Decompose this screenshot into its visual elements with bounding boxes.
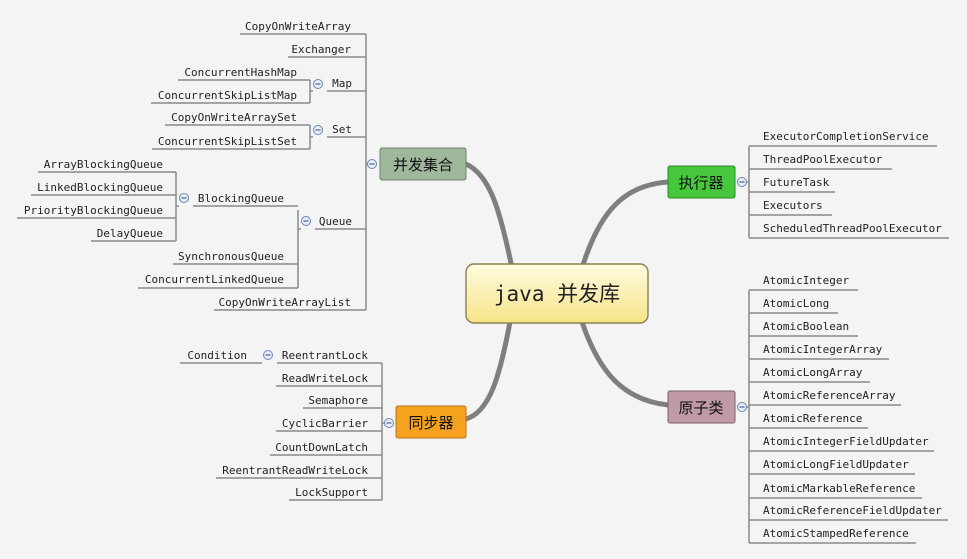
leaf-atomicboolean[interactable]: AtomicBoolean [763,320,849,333]
leaf-atomicintegerfieldupdater[interactable]: AtomicIntegerFieldUpdater [763,435,929,448]
leaf-atomiclongarray[interactable]: AtomicLongArray [763,366,863,379]
leaf-priorityblockingqueue[interactable]: PriorityBlockingQueue [24,204,163,217]
leaf-exchanger[interactable]: Exchanger [291,43,351,56]
leaf-readwritelock[interactable]: ReadWriteLock [282,372,368,385]
atomic-group: AtomicInteger AtomicLong AtomicBoolean A… [667,274,948,544]
leaf-reentrantreadwritelock[interactable]: ReentrantReadWriteLock [222,464,368,477]
sub-set[interactable]: Set [332,123,352,136]
leaf-delayqueue[interactable]: DelayQueue [97,227,163,240]
sync-node-label: 同步器 [408,414,453,432]
sub-queue[interactable]: Queue [319,215,352,228]
sync-group: ReentrantLock Condition ReadWriteLock Se… [180,349,467,501]
leaf-futuretask[interactable]: FutureTask [763,176,830,189]
leaf-executors[interactable]: Executors [763,199,823,212]
leaf-atomicmarkablereference[interactable]: AtomicMarkableReference [763,482,915,495]
root-group: java 并发库 [465,263,649,324]
leaf-atomiclong[interactable]: AtomicLong [763,297,829,310]
sub-blockingqueue[interactable]: BlockingQueue [198,192,284,205]
executor-group: ExecutorCompletionService ThreadPoolExec… [667,130,949,239]
leaf-locksupport[interactable]: LockSupport [295,486,368,499]
executor-node[interactable] [667,165,736,199]
leaf-scheduledthreadpoolexecutor[interactable]: ScheduledThreadPoolExecutor [763,222,942,235]
leaf-executorcompletionservice[interactable]: ExecutorCompletionService [763,130,929,143]
sub-map[interactable]: Map [332,77,352,90]
leaf-linkedblockingqueue[interactable]: LinkedBlockingQueue [37,181,163,194]
leaf-copyonwritearray[interactable]: CopyOnWriteArray [245,20,351,33]
leaf-semaphore[interactable]: Semaphore [308,394,368,407]
leaf-cyclicbarrier[interactable]: CyclicBarrier [282,417,368,430]
collections-node-label: 并发集合 [393,156,453,174]
leaf-atomicreference[interactable]: AtomicReference [763,412,862,425]
connector-sync [463,319,513,422]
connector-collections [463,161,515,271]
leaf-countdownlatch[interactable]: CountDownLatch [275,441,368,454]
executor-node-label: 执行器 [678,174,723,192]
leaf-synchronousqueue[interactable]: SynchronousQueue [178,250,284,263]
connector-atomic [579,319,671,408]
sub-reentrantlock[interactable]: ReentrantLock [282,349,368,362]
leaf-condition[interactable]: Condition [187,349,247,362]
leaf-copyonwritearraylist[interactable]: CopyOnWriteArrayList [219,296,351,309]
atomic-node[interactable] [667,390,736,424]
sync-node[interactable] [395,405,467,439]
connector-executor [579,179,671,271]
collections-group: CopyOnWriteArray Exchanger Map Concurren… [17,20,467,311]
root-node[interactable] [465,263,649,324]
leaf-atomicinteger[interactable]: AtomicInteger [763,274,849,287]
leaf-concurrenthashmap[interactable]: ConcurrentHashMap [184,66,297,79]
leaf-concurrentskiplistmap[interactable]: ConcurrentSkipListMap [158,89,297,102]
root-node-label: java 并发库 [494,282,620,306]
leaf-concurrentlinkedqueue[interactable]: ConcurrentLinkedQueue [145,273,284,286]
leaf-arrayblockingqueue[interactable]: ArrayBlockingQueue [44,158,163,171]
leaf-atomiclongfieldupdater[interactable]: AtomicLongFieldUpdater [763,458,909,471]
leaf-copyonwritearrayset[interactable]: CopyOnWriteArraySet [171,111,297,124]
leaf-atomicreferencefieldupdater[interactable]: AtomicReferenceFieldUpdater [763,504,942,517]
main-connectors [463,161,671,422]
leaf-atomicintegerarray[interactable]: AtomicIntegerArray [763,343,883,356]
leaf-atomicstampedreference[interactable]: AtomicStampedReference [763,527,909,540]
leaf-concurrentskiplistset[interactable]: ConcurrentSkipListSet [158,135,297,148]
leaf-atomicreferencearray[interactable]: AtomicReferenceArray [763,389,896,402]
atomic-node-label: 原子类 [678,399,723,417]
leaf-threadpoolexecutor[interactable]: ThreadPoolExecutor [763,153,883,166]
collections-node[interactable] [379,147,467,181]
